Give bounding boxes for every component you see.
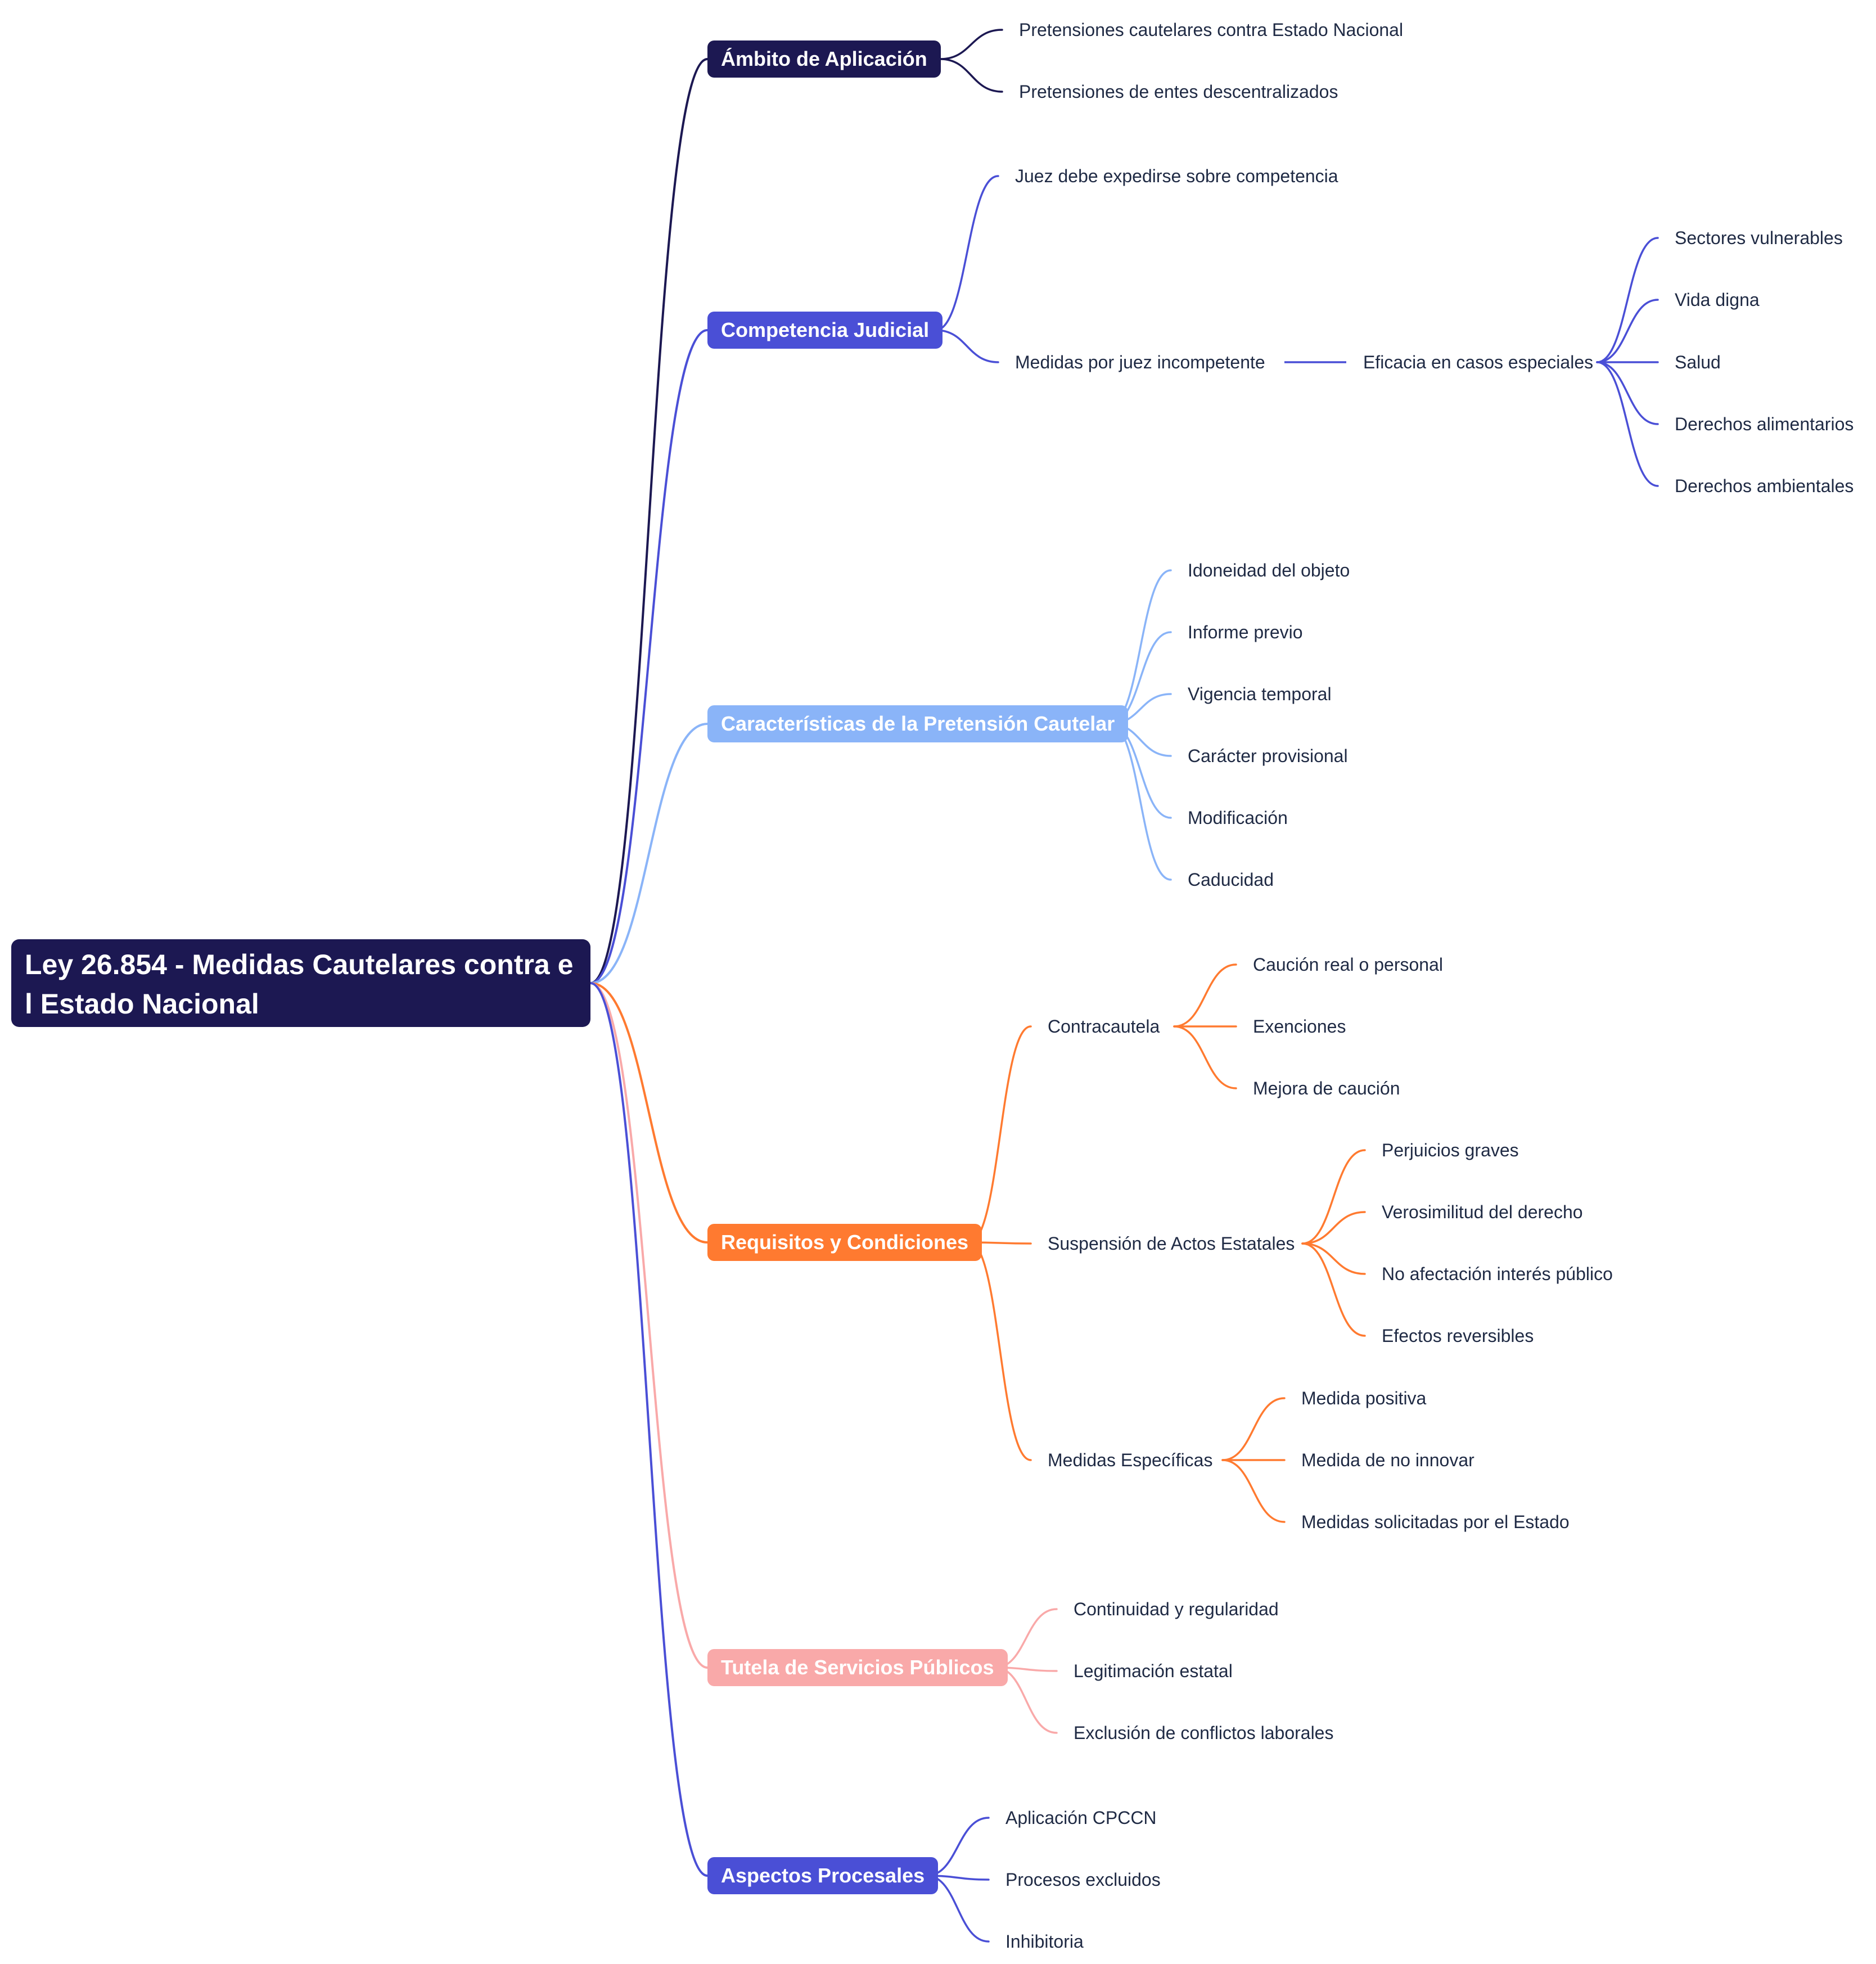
competencia-connector-1: [935, 329, 999, 363]
root-connector-5: [589, 982, 709, 1877]
eficacia-child-connector-3: [1596, 361, 1659, 425]
node-exclusion-conflictos-laborales[interactable]: Exclusión de conflictos laborales: [1074, 1723, 1334, 1743]
topic-competencia-judicial[interactable]: Competencia Judicial: [707, 312, 943, 349]
node-caucion-real-personal[interactable]: Caución real o personal: [1253, 954, 1443, 975]
medidas-especificas-connector-0: [1221, 1397, 1286, 1461]
node-medidas-especificas[interactable]: Medidas Específicas: [1048, 1450, 1213, 1470]
suspension-connector-3: [1301, 1242, 1366, 1337]
node-medida-no-innovar[interactable]: Medida de no innovar: [1301, 1450, 1474, 1470]
root-topic[interactable]: Ley 26.854 - Medidas Cautelares contra e…: [11, 939, 590, 1027]
node-continuidad-regularidad[interactable]: Continuidad y regularidad: [1074, 1599, 1279, 1619]
requisitos-connector-0: [968, 1025, 1032, 1244]
contracautela-connector-2: [1173, 1025, 1237, 1089]
root-connector-3: [589, 982, 709, 1244]
node-juez-competencia[interactable]: Juez debe expedirse sobre competencia: [1015, 166, 1338, 186]
node-procesos-excluidos[interactable]: Procesos excluidos: [1005, 1870, 1161, 1890]
competencia-connector-0: [935, 175, 999, 331]
node-salud[interactable]: Salud: [1675, 352, 1721, 372]
eficacia-child-connector-1: [1596, 299, 1659, 363]
node-vida-digna[interactable]: Vida digna: [1675, 290, 1760, 310]
node-perjuicios-graves[interactable]: Perjuicios graves: [1382, 1140, 1519, 1160]
root-connector-2: [589, 723, 709, 984]
suspension-connector-1: [1301, 1211, 1366, 1245]
node-mejora-caucion[interactable]: Mejora de caución: [1253, 1078, 1400, 1098]
node-medidas-juez-incompetente[interactable]: Medidas por juez incompetente: [1015, 352, 1265, 372]
node-derechos-ambientales[interactable]: Derechos ambientales: [1675, 476, 1854, 496]
node-contracautela[interactable]: Contracautela: [1048, 1016, 1160, 1037]
topic-tutela-servicios-publicos[interactable]: Tutela de Servicios Públicos: [707, 1649, 1008, 1686]
root-connector-0: [589, 58, 709, 984]
node-sectores-vulnerables[interactable]: Sectores vulnerables: [1675, 228, 1843, 248]
topic-aspectos-procesales[interactable]: Aspectos Procesales: [707, 1857, 939, 1894]
node-pretensiones-cautelares[interactable]: Pretensiones cautelares contra Estado Na…: [1019, 20, 1404, 40]
node-no-afectacion-interes-publico[interactable]: No afectación interés público: [1382, 1264, 1613, 1284]
topic-ambito-de-aplicacion[interactable]: Ámbito de Aplicación: [707, 40, 941, 78]
eficacia-child-connector-4: [1596, 361, 1659, 487]
node-medidas-solicitadas-estado[interactable]: Medidas solicitadas por el Estado: [1301, 1512, 1570, 1532]
node-efectos-reversibles[interactable]: Efectos reversibles: [1382, 1326, 1534, 1346]
topic-requisitos-condiciones[interactable]: Requisitos y Condiciones: [707, 1224, 982, 1261]
medidas-especificas-connector-2: [1221, 1459, 1286, 1523]
node-caducidad[interactable]: Caducidad: [1188, 870, 1274, 890]
contracautela-connector-0: [1173, 963, 1237, 1028]
node-legitimacion-estatal[interactable]: Legitimación estatal: [1074, 1661, 1233, 1681]
suspension-connector-2: [1301, 1242, 1366, 1275]
node-eficacia-casos-especiales[interactable]: Eficacia en casos especiales: [1363, 352, 1594, 372]
node-pretensiones-entes[interactable]: Pretensiones de entes descentralizados: [1019, 82, 1338, 102]
node-verosimilitud-derecho[interactable]: Verosimilitud del derecho: [1382, 1202, 1583, 1222]
node-informe-previo[interactable]: Informe previo: [1188, 622, 1303, 642]
suspension-connector-0: [1301, 1149, 1366, 1245]
caracteristicas-connector-0: [1109, 569, 1172, 725]
topic-caracteristicas-pretension[interactable]: Características de la Pretensión Cautela…: [707, 705, 1129, 742]
node-exenciones[interactable]: Exenciones: [1253, 1016, 1346, 1037]
node-modificacion[interactable]: Modificación: [1188, 808, 1288, 828]
node-derechos-alimentarios[interactable]: Derechos alimentarios: [1675, 414, 1854, 434]
eficacia-child-connector-0: [1596, 237, 1659, 363]
requisitos-connector-2: [968, 1241, 1032, 1461]
node-aplicacion-cpccn[interactable]: Aplicación CPCCN: [1005, 1808, 1157, 1828]
ambito-connector-1: [939, 58, 1003, 93]
node-caracter-provisional[interactable]: Carácter provisional: [1188, 746, 1348, 766]
node-suspension-actos-estatales[interactable]: Suspensión de Actos Estatales: [1048, 1233, 1295, 1254]
node-medida-positiva[interactable]: Medida positiva: [1301, 1388, 1427, 1408]
root-connector-4: [589, 982, 709, 1669]
node-vigencia-temporal[interactable]: Vigencia temporal: [1188, 684, 1332, 704]
caracteristicas-connector-5: [1109, 723, 1172, 881]
ambito-connector-0: [939, 29, 1003, 60]
root-connector-1: [589, 329, 709, 984]
node-idoneidad-objeto[interactable]: Idoneidad del objeto: [1188, 560, 1350, 580]
node-inhibitoria[interactable]: Inhibitoria: [1005, 1931, 1084, 1952]
